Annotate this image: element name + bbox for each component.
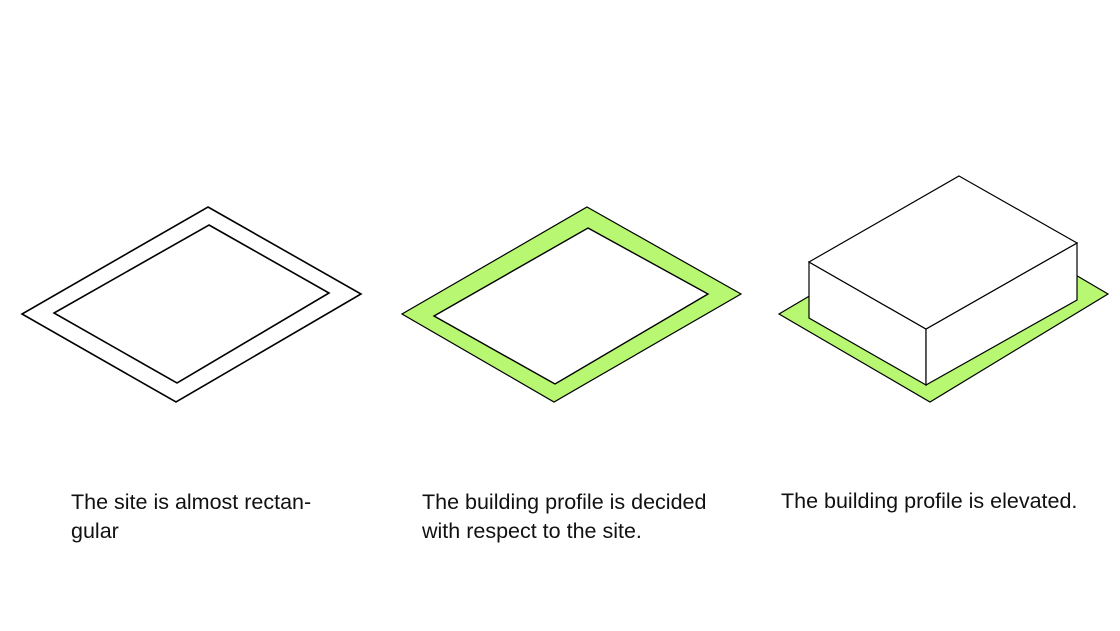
step-1-site-outline (20, 206, 363, 403)
building-profile (432, 227, 710, 385)
caption-step-1-line-1: The site is almost rectan- (71, 490, 312, 514)
site-inner-boundary (52, 224, 331, 384)
caption-step-2-line-2: with respect to the site. (422, 519, 642, 543)
step-2-building-profile (400, 206, 743, 403)
caption-step-2: The building profile is decided with res… (422, 488, 706, 546)
caption-step-3-line-1: The building profile is elevated. (781, 489, 1078, 513)
caption-step-2-line-1: The building profile is decided (422, 490, 707, 514)
caption-step-3: The building profile is elevated. (781, 487, 1077, 516)
caption-step-1-line-2: gular (71, 519, 119, 543)
building-roof (807, 175, 1079, 330)
caption-step-1: The site is almost rectan- gular (71, 488, 311, 546)
step-3-elevated-building (777, 175, 1110, 403)
